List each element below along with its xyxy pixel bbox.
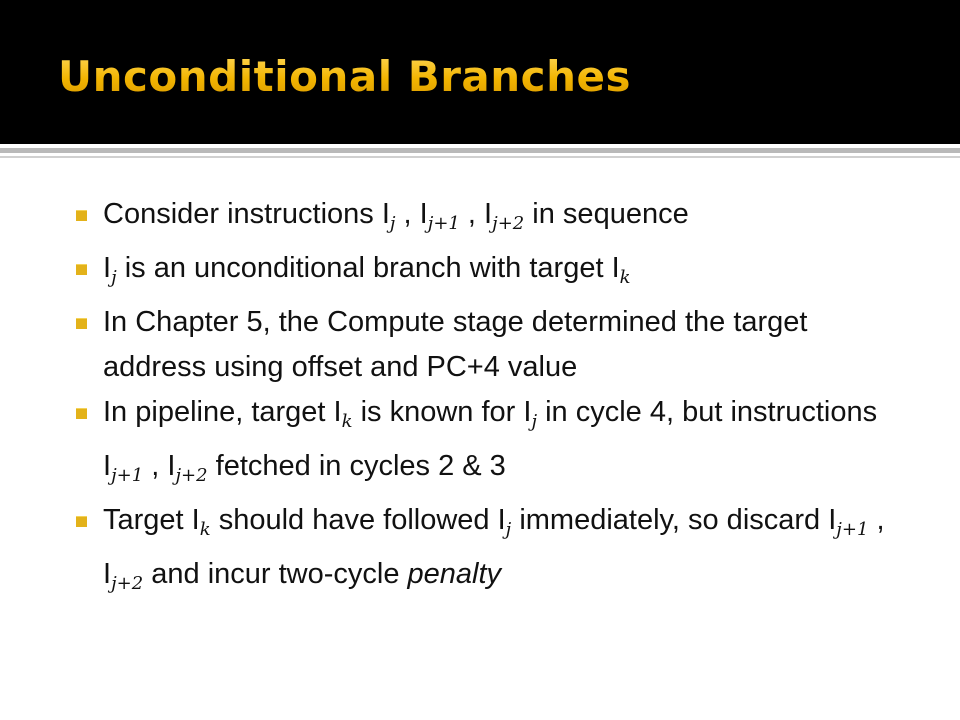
subscript: j+1: [427, 213, 460, 234]
subscript: j: [505, 519, 512, 540]
square-bullet-icon: [76, 408, 87, 419]
bullet-text: is known for I: [352, 396, 532, 428]
bullet-text: Consider instructions I: [103, 198, 390, 230]
bullet-text: In Chapter 5, the Compute stage determin…: [103, 306, 808, 383]
subscript: k: [199, 519, 211, 540]
bullet-text: fetched in cycles 2 & 3: [207, 450, 506, 482]
title-bar: Unconditional Branches: [0, 0, 960, 144]
subscript: j: [531, 411, 538, 432]
bullet-text: is an unconditional branch with target I: [116, 252, 620, 284]
bullet-text: , I: [103, 504, 885, 590]
title-divider-thick: [0, 148, 960, 153]
bullet-text: should have followed I: [210, 504, 506, 536]
bullet-text: , I: [143, 450, 176, 482]
square-bullet-icon: [76, 318, 87, 329]
subscript: j+1: [111, 465, 144, 486]
subscript: j+2: [111, 573, 144, 594]
subscript: j: [111, 267, 117, 288]
subscript: j: [389, 213, 396, 234]
bullet-item: Consider instructions Ij , Ij+1 , Ij+2 i…: [76, 192, 896, 246]
bullet-text: in cycle 4, but instructions I: [103, 396, 878, 482]
bullet-text: immediately, so discard I: [511, 504, 837, 536]
bullet-list: Consider instructions Ij , Ij+1 , Ij+2 i…: [76, 192, 896, 606]
square-bullet-icon: [76, 210, 87, 221]
subscript: j+1: [836, 519, 869, 540]
subscript: j+2: [492, 213, 525, 234]
subscript: j+2: [175, 465, 208, 486]
square-bullet-icon: [76, 516, 87, 527]
bullet-item: Ij is an unconditional branch with targe…: [76, 246, 896, 300]
bullet-item: Target Ik should have followed Ij immedi…: [76, 498, 896, 606]
bullet-text: In pipeline, target I: [103, 396, 342, 428]
bullet-text: , I: [459, 198, 493, 230]
emphasis-text: penalty: [407, 558, 502, 590]
bullet-text: , I: [395, 198, 428, 230]
slide-title: Unconditional Branches: [58, 52, 631, 101]
bullet-item: In pipeline, target Ik is known for Ij i…: [76, 390, 896, 498]
square-bullet-icon: [76, 264, 87, 275]
subscript: k: [341, 411, 353, 432]
bullet-text: Target I: [103, 504, 200, 536]
bullet-text: I: [103, 252, 112, 284]
bullet-text: in sequence: [524, 198, 689, 230]
bullet-item: In Chapter 5, the Compute stage determin…: [76, 300, 896, 390]
title-divider-thin: [0, 156, 960, 158]
subscript: k: [619, 267, 631, 288]
bullet-text: and incur two-cycle: [143, 558, 408, 590]
